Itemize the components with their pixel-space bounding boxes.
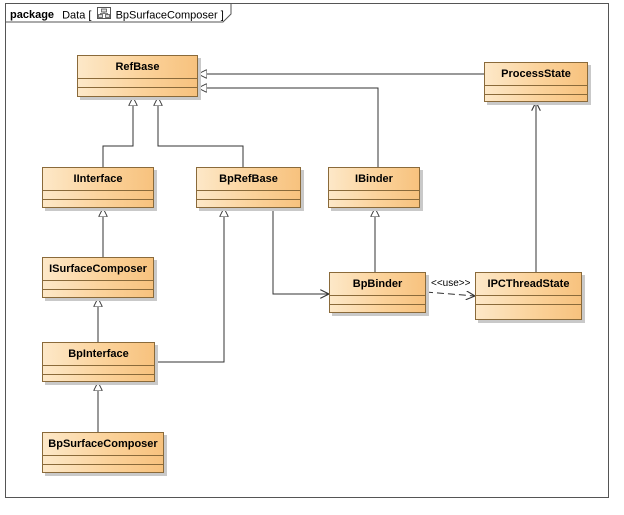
edge-iinterface-refbase	[102, 97, 133, 167]
diagram-name: BpSurfaceComposer	[115, 9, 218, 22]
operations-compartment	[330, 305, 425, 313]
class-iinterface[interactable]: IInterface	[42, 167, 154, 208]
class-bpinterface[interactable]: BpInterface	[42, 342, 155, 382]
bracket-open: [	[88, 9, 92, 22]
operations-compartment	[329, 200, 419, 208]
attributes-compartment	[43, 281, 153, 290]
edge-bprefbase-bpbinder	[273, 208, 329, 294]
operations-compartment	[476, 305, 581, 313]
edge-bpinterface-bprefbase	[155, 208, 224, 363]
attributes-compartment	[43, 191, 153, 200]
class-name: ProcessState	[485, 63, 587, 86]
class-isurfacecomposer[interactable]: ISurfaceComposer	[42, 257, 154, 298]
class-name: IPCThreadState	[476, 273, 581, 296]
attributes-compartment	[43, 366, 154, 375]
attributes-compartment	[197, 191, 300, 200]
attributes-compartment	[78, 79, 197, 88]
class-diagram-icon	[96, 7, 111, 22]
attributes-compartment	[476, 296, 581, 305]
class-name: ISurfaceComposer	[43, 258, 153, 281]
operations-compartment	[43, 290, 153, 298]
edge-ibinder-refbase	[198, 88, 379, 167]
operations-compartment	[43, 465, 163, 473]
class-ibinder[interactable]: IBinder	[328, 167, 420, 208]
use-stereotype-label: <<use>>	[431, 278, 471, 289]
class-name: RefBase	[78, 56, 197, 79]
operations-compartment	[197, 200, 300, 208]
class-ipcthreadstate[interactable]: IPCThreadState	[475, 272, 582, 320]
class-name: IBinder	[329, 168, 419, 191]
operations-compartment	[78, 88, 197, 96]
package-header: package Data [ BpSurfaceComposer ]	[10, 7, 224, 24]
class-bpbinder[interactable]: BpBinder	[329, 272, 426, 313]
class-name: BpInterface	[43, 343, 154, 366]
class-name: BpRefBase	[197, 168, 300, 191]
class-bprefbase[interactable]: BpRefBase	[196, 167, 301, 208]
operations-compartment	[485, 95, 587, 103]
operations-compartment	[43, 200, 153, 208]
edge-bprefbase-refbase	[158, 97, 244, 167]
attributes-compartment	[330, 296, 425, 305]
class-processstate[interactable]: ProcessState	[484, 62, 588, 102]
class-refbase[interactable]: RefBase	[77, 55, 198, 97]
attributes-compartment	[43, 456, 163, 465]
operations-compartment	[43, 375, 154, 383]
class-bpsurfacecomposer[interactable]: BpSurfaceComposer	[42, 432, 164, 473]
edge-bpbinder-ipcthreadstate	[425, 292, 475, 296]
package-name: Data	[62, 9, 86, 22]
class-name: IInterface	[43, 168, 153, 191]
class-name: BpBinder	[330, 273, 425, 296]
attributes-compartment	[329, 191, 419, 200]
bracket-close: ]	[220, 9, 224, 22]
attributes-compartment	[485, 86, 587, 95]
class-name: BpSurfaceComposer	[43, 433, 163, 456]
package-tab	[5, 3, 232, 23]
package-keyword: package	[10, 9, 55, 22]
